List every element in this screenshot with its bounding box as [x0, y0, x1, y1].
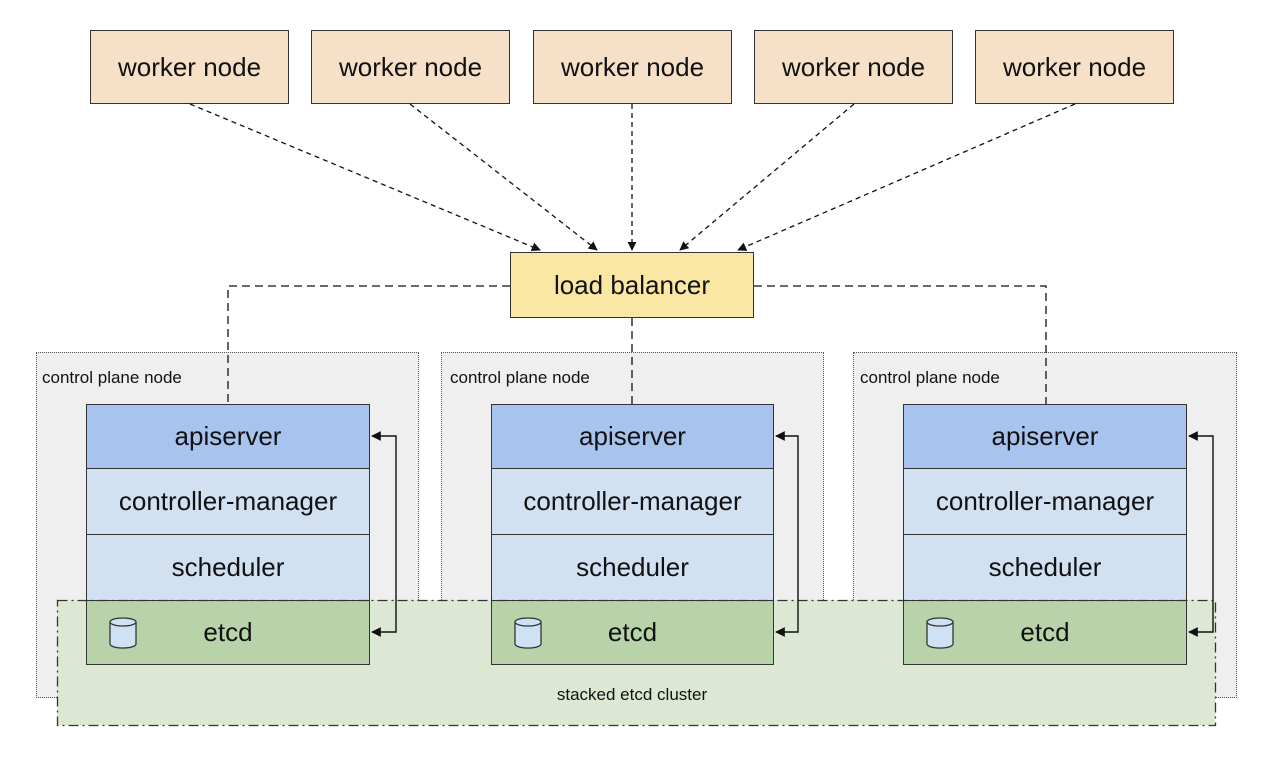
controller-manager-3: controller-manager: [903, 468, 1187, 535]
lb-to-apiserver-3: [754, 285, 1047, 404]
apiserver-3: apiserver: [903, 404, 1187, 469]
apiserver-2: apiserver: [491, 404, 774, 469]
database-icon: [514, 617, 542, 649]
api-etcd-link-2: [775, 431, 799, 637]
worker-5-arrow: [737, 103, 1076, 251]
worker-node-2: worker node: [311, 30, 510, 104]
control-plane-label-2: control plane node: [450, 368, 590, 387]
worker-4-arrow: [679, 103, 855, 251]
worker-node-3: worker node: [533, 30, 732, 104]
etcd-label-2: etcd: [607, 617, 658, 647]
load-balancer: load balancer: [510, 252, 754, 318]
control-plane-label-1: control plane node: [42, 368, 182, 387]
database-icon: [109, 617, 137, 649]
worker-1-arrow: [189, 103, 541, 252]
etcd-label-1: etcd: [203, 617, 253, 647]
worker-node-1: worker node: [90, 30, 289, 104]
controller-manager-1: controller-manager: [86, 468, 370, 535]
scheduler-2: scheduler: [491, 534, 774, 601]
worker-node-5: worker node: [975, 30, 1174, 104]
etcd-1: etcd: [86, 600, 370, 665]
etcd-cluster-border: [56, 599, 1217, 727]
etcd-cluster-label: stacked etcd cluster: [556, 685, 708, 704]
etcd-label-3: etcd: [1020, 617, 1070, 647]
worker-node-4: worker node: [754, 30, 953, 104]
database-icon: [926, 617, 954, 649]
api-etcd-link-1: [371, 431, 397, 637]
apiserver-1: apiserver: [86, 404, 370, 469]
scheduler-3: scheduler: [903, 534, 1187, 601]
worker-2-arrow: [409, 103, 598, 251]
controller-manager-2: controller-manager: [491, 468, 774, 535]
control-plane-label-3: control plane node: [860, 368, 1000, 387]
etcd-3: etcd: [903, 600, 1187, 665]
lb-to-apiserver-1: [227, 285, 510, 404]
api-etcd-link-3: [1188, 431, 1214, 637]
etcd-2: etcd: [491, 600, 774, 665]
